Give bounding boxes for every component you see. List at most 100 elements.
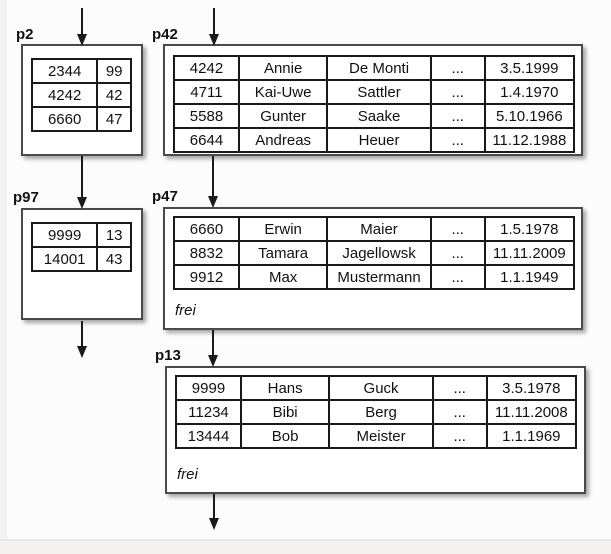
table-cell: Guck: [328, 375, 434, 401]
table-row: 6644 Andreas Heuer ... 11.12.1988: [173, 127, 576, 153]
record-table-p47: 6660 Erwin Maier ... 1.5.1978 8832 Tamar…: [173, 216, 576, 290]
table-row: 4242 Annie De Monti ... 3.5.1999: [173, 55, 576, 81]
table-row: 14001 43: [30, 246, 132, 272]
record-table-p42: 4242 Annie De Monti ... 3.5.1999 4711 Ka…: [173, 55, 576, 153]
arrow-down-icon-into-p2: [77, 8, 87, 46]
table-cell: Bob: [239, 423, 331, 449]
table-cell: Maier: [326, 216, 432, 242]
page-box-p13: 9999 Hans Guck ... 3.5.1978 11234 Bibi B…: [165, 366, 586, 494]
table-cell: Meister: [328, 423, 434, 449]
table-row: 5588 Gunter Saake ... 5.10.1966: [173, 103, 576, 129]
table-row: 9999 Hans Guck ... 3.5.1978: [175, 375, 578, 401]
table-cell: 4242: [173, 55, 240, 81]
table-cell: 6660: [30, 106, 99, 132]
table-cell: ...: [429, 127, 486, 153]
free-space-label: frei: [175, 302, 196, 319]
table-cell: ...: [431, 423, 488, 449]
table-cell: 2344: [30, 58, 99, 84]
table-cell: 5.10.1966: [483, 103, 576, 129]
table-cell: ...: [429, 264, 486, 290]
table-row: 6660 47: [30, 106, 132, 132]
page-box-p2: 2344 99 4242 42 6660 47: [21, 44, 143, 156]
table-cell: Andreas: [237, 127, 329, 153]
index-table-p2: 2344 99 4242 42 6660 47: [30, 58, 132, 132]
table-cell: 9999: [175, 375, 242, 401]
table-cell: De Monti: [326, 55, 432, 81]
table-cell: 42: [96, 82, 132, 108]
table-cell: Bibi: [239, 399, 331, 425]
record-table-p13: 9999 Hans Guck ... 3.5.1978 11234 Bibi B…: [175, 375, 578, 449]
table-cell: Sattler: [326, 79, 432, 105]
table-row: 2344 99: [30, 58, 132, 84]
table-cell: 3.5.1999: [483, 55, 576, 81]
table-cell: Jagellowsk: [326, 240, 432, 266]
table-cell: Tamara: [237, 240, 329, 266]
table-cell: 9912: [173, 264, 240, 290]
arrow-down-icon-into-p42: [209, 8, 219, 46]
table-cell: 11.11.2008: [485, 399, 578, 425]
table-cell: Heuer: [326, 127, 432, 153]
table-cell: 8832: [173, 240, 240, 266]
table-row: 8832 Tamara Jagellowsk ... 11.11.2009: [173, 240, 576, 266]
page-box-p42: 4242 Annie De Monti ... 3.5.1999 4711 Ka…: [163, 44, 583, 156]
table-cell: 1.4.1970: [483, 79, 576, 105]
table-cell: 3.5.1978: [485, 375, 578, 401]
arrow-down-icon-p2-to-p97: [77, 156, 87, 209]
table-cell: 13: [96, 222, 132, 248]
table-cell: 9999: [30, 222, 99, 248]
table-row: 4711 Kai-Uwe Sattler ... 1.4.1970: [173, 79, 576, 105]
table-cell: 11.11.2009: [483, 240, 576, 266]
free-space-label: frei: [177, 466, 198, 483]
table-row: 9999 13: [30, 222, 132, 248]
table-cell: ...: [431, 375, 488, 401]
table-cell: Gunter: [237, 103, 329, 129]
table-cell: ...: [429, 79, 486, 105]
page-box-p47: 6660 Erwin Maier ... 1.5.1978 8832 Tamar…: [163, 207, 583, 330]
table-cell: 11234: [175, 399, 242, 425]
table-cell: 47: [96, 106, 132, 132]
table-row: 9912 Max Mustermann ... 1.1.1949: [173, 264, 576, 290]
table-cell: Max: [237, 264, 329, 290]
table-cell: 6660: [173, 216, 240, 242]
table-cell: 1.5.1978: [483, 216, 576, 242]
table-cell: Kai-Uwe: [237, 79, 329, 105]
table-cell: ...: [429, 103, 486, 129]
table-cell: 43: [96, 246, 132, 272]
table-cell: ...: [431, 399, 488, 425]
table-row: 13444 Bob Meister ... 1.1.1969: [175, 423, 578, 449]
page-box-p97: 9999 13 14001 43: [21, 208, 143, 320]
table-cell: ...: [429, 216, 486, 242]
index-table-p97: 9999 13 14001 43: [30, 222, 132, 272]
table-cell: 11.12.1988: [483, 127, 576, 153]
table-cell: 1.1.1949: [483, 264, 576, 290]
table-cell: Annie: [237, 55, 329, 81]
table-cell: Berg: [328, 399, 434, 425]
table-cell: Mustermann: [326, 264, 432, 290]
slide-bottom-edge: [0, 539, 611, 554]
page-label-p42: p42: [152, 26, 178, 43]
table-cell: 14001: [30, 246, 99, 272]
table-cell: 1.1.1969: [485, 423, 578, 449]
page-label-p97: p97: [13, 189, 39, 206]
table-cell: 4242: [30, 82, 99, 108]
table-cell: ...: [429, 240, 486, 266]
table-row: 4242 42: [30, 82, 132, 108]
table-cell: 99: [96, 58, 132, 84]
table-cell: 6644: [173, 127, 240, 153]
page-label-p13: p13: [155, 347, 181, 364]
page-label-p2: p2: [16, 26, 34, 43]
slide-left-margin: [0, 0, 7, 554]
table-cell: 5588: [173, 103, 240, 129]
arrow-down-icon-p42-to-p47: [208, 156, 218, 208]
page-label-p47: p47: [152, 188, 178, 205]
table-cell: Hans: [239, 375, 331, 401]
table-cell: 13444: [175, 423, 242, 449]
table-row: 11234 Bibi Berg ... 11.11.2008: [175, 399, 578, 425]
arrow-down-icon-p47-to-p13: [208, 330, 218, 367]
table-row: 6660 Erwin Maier ... 1.5.1978: [173, 216, 576, 242]
table-cell: Erwin: [237, 216, 329, 242]
table-cell: 4711: [173, 79, 240, 105]
arrow-down-icon-p97-out: [77, 321, 87, 358]
arrow-down-icon-p13-out: [209, 494, 219, 530]
